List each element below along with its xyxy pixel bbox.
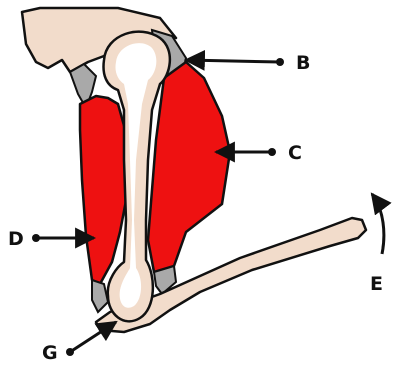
- arrow-d-dot: [32, 234, 40, 242]
- arrow-g: [70, 322, 116, 352]
- label-e: E: [370, 273, 383, 295]
- tendon-insertion-left: [92, 280, 108, 312]
- arrow-c-dot: [268, 148, 276, 156]
- muscle-d: [80, 96, 128, 284]
- label-c: C: [288, 142, 302, 164]
- label-g: G: [42, 342, 58, 364]
- arrow-b-dot: [276, 58, 284, 66]
- arrow-b: [186, 60, 280, 62]
- arrow-g-dot: [66, 348, 74, 356]
- label-d: D: [8, 228, 24, 250]
- label-b: B: [296, 52, 310, 74]
- arrow-e-curved: [372, 194, 384, 254]
- muscle-c: [148, 62, 230, 272]
